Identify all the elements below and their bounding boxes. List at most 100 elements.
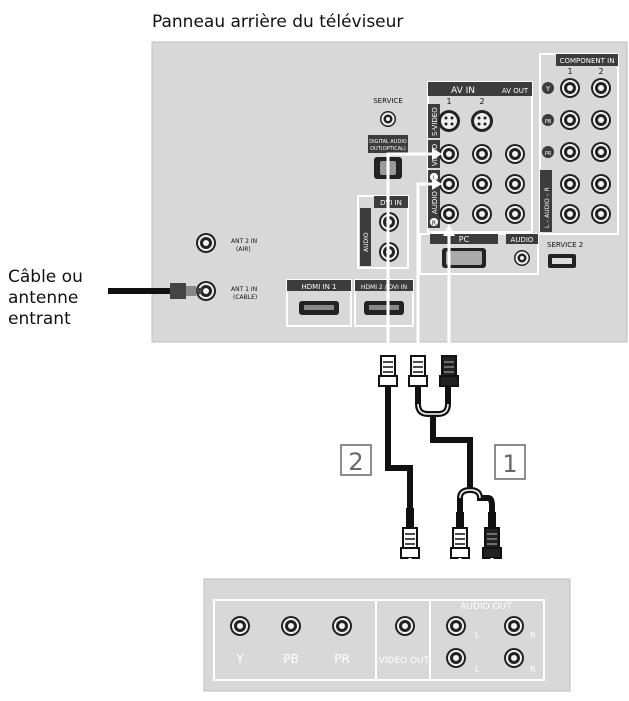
ant1-line2: (CABLE)	[233, 294, 257, 301]
device-audio-out-l-jack[interactable]	[446, 616, 466, 636]
av-out-audio-r-jack[interactable]	[505, 204, 525, 224]
component-audio-side-bar	[540, 170, 552, 232]
hdmi1-header	[287, 280, 351, 291]
cable-label-line1: Câble ou	[8, 267, 83, 287]
av-in-1-label: 1	[446, 97, 451, 106]
audio-l-label: L	[432, 175, 436, 182]
dvi-in-label: DVI IN	[380, 199, 402, 207]
pc-audio-jack[interactable]	[514, 250, 530, 266]
device-audio-r2-jack[interactable]	[504, 648, 524, 668]
tv-connection-arrows	[386, 152, 451, 356]
component-2-pb-jack[interactable]	[591, 110, 611, 130]
component-in-label: COMPONENT IN	[560, 57, 615, 65]
av-out-video-jack[interactable]	[505, 144, 525, 164]
ant2-in-jack[interactable]	[196, 233, 216, 253]
audio-cable	[415, 386, 495, 512]
y-badge-label: Y	[545, 85, 551, 93]
hdmi2-label: HDMI 2 / DVI IN	[361, 284, 407, 291]
device-video-out-label: VIDEO OUT	[379, 656, 430, 666]
audio-r-plug-tv	[439, 355, 459, 387]
digital-audio-line1: DIGITAL AUDIO	[369, 139, 407, 145]
pr-badge	[542, 146, 554, 158]
device-video-out-jack[interactable]	[395, 616, 415, 636]
callout-1: 1	[494, 444, 526, 480]
audio-l-plug-device	[450, 527, 470, 559]
audio-r-badge	[430, 218, 438, 226]
s-video-side-bar	[428, 104, 440, 138]
device-y-label: Y	[235, 652, 244, 666]
pc-audio-header	[506, 234, 538, 244]
pc-audio-label: AUDIO	[511, 236, 534, 244]
av-out-header	[498, 82, 532, 96]
y-badge	[542, 82, 554, 94]
pc-label: PC	[459, 235, 470, 244]
pb-badge	[542, 114, 554, 126]
component-1-audio-l-jack[interactable]	[560, 174, 580, 194]
s-video-label: S-VIDEO	[431, 107, 439, 136]
pr-badge-label: PR	[545, 151, 552, 157]
device-panel-body	[203, 578, 571, 692]
component-1-audio-r-jack[interactable]	[560, 204, 580, 224]
antenna-cable	[108, 283, 202, 299]
video-cable	[385, 386, 413, 508]
component-2-y-jack[interactable]	[591, 78, 611, 98]
component-1-label: 1	[567, 67, 572, 76]
pb-badge-label: PB	[545, 119, 552, 125]
av-in-2-video-jack[interactable]	[472, 144, 492, 164]
video-plug-device	[400, 527, 420, 559]
component-2-audio-l-jack[interactable]	[591, 174, 611, 194]
s-video-jack-1[interactable]	[438, 110, 460, 132]
component-in-header	[556, 54, 618, 66]
diagram-title: Panneau arrière du téléviseur	[152, 12, 403, 32]
service-label: SERVICE	[373, 97, 403, 105]
component-audio-vertical: L – AUDIO – R	[544, 187, 551, 228]
hdmi2-header	[355, 280, 413, 291]
device-pb-label: PB	[283, 652, 298, 666]
component-1-pb-jack[interactable]	[560, 110, 580, 130]
av-in-label: AV IN	[451, 86, 475, 96]
dvi-audio-vertical: AUDIO	[363, 232, 370, 252]
callout-2: 2	[340, 444, 372, 476]
callout-1-label: 1	[502, 450, 517, 478]
component-2-audio-r-jack[interactable]	[591, 204, 611, 224]
device-panel-inner	[213, 599, 545, 681]
cable-label-line3: entrant	[8, 309, 71, 329]
component-2-pr-jack[interactable]	[591, 142, 611, 162]
audio-r-label: R	[432, 220, 436, 227]
ant2-line1: ANT 2 IN	[231, 238, 257, 245]
audio-l-plug-tv	[408, 355, 428, 387]
av-in-2-label: 2	[479, 97, 484, 106]
av-in-1-audio-r-jack[interactable]	[439, 204, 459, 224]
dvi-in-header	[374, 196, 408, 208]
device-audio-l-top: L	[475, 631, 480, 640]
digital-audio-header	[368, 135, 408, 153]
ant2-line2: (AIR)	[236, 246, 251, 253]
external-device-panel: Y PB PR VIDEO OUT AUDIO OUT L R L R	[203, 578, 571, 692]
av-in-2-audio-l-jack[interactable]	[472, 174, 492, 194]
cable-label-line2: antenne	[8, 288, 78, 308]
device-pr-label: PR	[334, 652, 350, 666]
device-y-jack[interactable]	[230, 616, 250, 636]
service-jack[interactable]	[380, 111, 396, 127]
av-out-label: AV OUT	[502, 87, 529, 95]
s-video-jack-2[interactable]	[471, 110, 493, 132]
component-1-y-jack[interactable]	[560, 78, 580, 98]
device-audio-l-bottom: L	[475, 665, 480, 674]
pc-header	[430, 234, 498, 244]
device-audio-out-label: AUDIO OUT	[460, 602, 512, 612]
device-audio-r-top: R	[530, 631, 536, 640]
device-audio-l2-jack[interactable]	[446, 648, 466, 668]
component-1-pr-jack[interactable]	[560, 142, 580, 162]
device-pr-jack[interactable]	[332, 616, 352, 636]
hdmi1-label: HDMI IN 1	[302, 283, 337, 291]
av-out-audio-l-jack[interactable]	[505, 174, 525, 194]
device-pb-jack[interactable]	[281, 616, 301, 636]
ant1-line1: ANT 1 IN	[231, 286, 257, 293]
component-2-label: 2	[598, 67, 603, 76]
video-plug-tv	[378, 355, 398, 387]
device-audio-r-bottom: R	[530, 665, 536, 674]
device-audio-out-r-jack[interactable]	[504, 616, 524, 636]
callout-2-label: 2	[348, 448, 363, 476]
av-in-2-audio-r-jack[interactable]	[472, 204, 492, 224]
